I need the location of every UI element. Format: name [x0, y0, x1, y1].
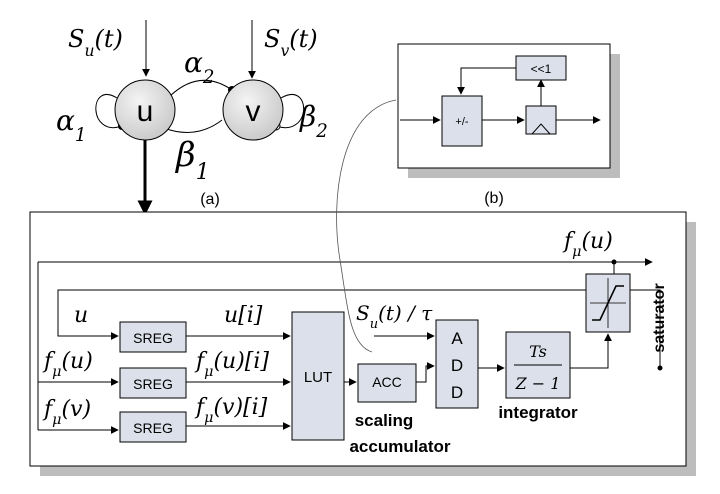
caption-a: (a) [200, 191, 220, 208]
sreg-3-label: SREG [133, 420, 173, 436]
alpha2-label: α2 [184, 46, 215, 88]
network-diagram: u v Su(t) Sv(t) α2 α1 β1 β2 (a) [56, 20, 328, 216]
neuron-u-label: u [137, 95, 154, 128]
acc-label: ACC [372, 374, 402, 390]
tf-denominator: Z − 1 [515, 374, 561, 393]
acc-box [357, 363, 417, 403]
lut-label: LUT [304, 369, 332, 386]
input-u-signal-label: u [74, 303, 88, 328]
acc-detail-link [336, 99, 397, 353]
sreg-3 [119, 411, 187, 443]
adder-label: +/- [455, 116, 468, 128]
connection-beta1 [163, 119, 223, 133]
connection-alpha2 [169, 79, 233, 97]
accumulator-frame [397, 43, 611, 169]
shift-label: <<1 [531, 62, 552, 76]
output-label: fμ(u) [562, 229, 613, 260]
u-junction [657, 365, 663, 371]
u-feedback-loop [57, 289, 661, 368]
sreg3-output-label: fμ(v)[i] [194, 395, 268, 426]
acc-to-adder [416, 362, 435, 383]
accumulator-diagram: +/- <<1 (b) [397, 43, 620, 207]
beta2-label: β2 [299, 100, 328, 142]
shift-box [515, 55, 567, 81]
integrator-to-saturator [570, 333, 612, 369]
tf-numerator: Ts [529, 342, 547, 361]
saturator-curve [592, 285, 624, 321]
adder-box-main [435, 319, 479, 409]
scaling-label-1: scaling [355, 411, 414, 430]
caption-b: (b) [484, 190, 504, 207]
beta1-label: β1 [174, 135, 210, 185]
integrator-label: integrator [498, 403, 578, 422]
circuit-diagram: SREG SREG SREG LUT ACC A D D Ts Z − 1 [29, 99, 696, 476]
self-loop-alpha1 [95, 94, 123, 129]
input-fu-signal-label: fμ(u) [42, 349, 93, 380]
input-v-label: Sv(t) [264, 25, 318, 60]
alpha1-label: α1 [56, 104, 87, 146]
saturator-label: saturator [651, 283, 668, 352]
self-loop-beta2 [275, 94, 305, 129]
shift-feedback [457, 67, 516, 95]
neuron-v [222, 79, 284, 141]
clock-triangle [531, 123, 551, 135]
adder-letter-1: A [451, 329, 463, 348]
scaling-label-2: accumulator [349, 437, 450, 456]
lut-box [291, 311, 345, 441]
sreg-1 [119, 321, 187, 353]
sreg-1-label: SREG [133, 330, 173, 346]
adder-box [441, 95, 483, 147]
sreg-2-label: SREG [133, 376, 173, 392]
sreg-2 [119, 367, 187, 399]
neuron-v-label: v [246, 95, 261, 128]
adder-letter-3: D [451, 383, 463, 402]
adder-letter-2: D [451, 356, 463, 375]
register-box [525, 105, 557, 135]
input-u-label: Su(t) [68, 25, 123, 60]
su-over-tau-label: Su(t) / τ [356, 301, 433, 332]
sreg1-output-label: u[i] [224, 303, 263, 328]
